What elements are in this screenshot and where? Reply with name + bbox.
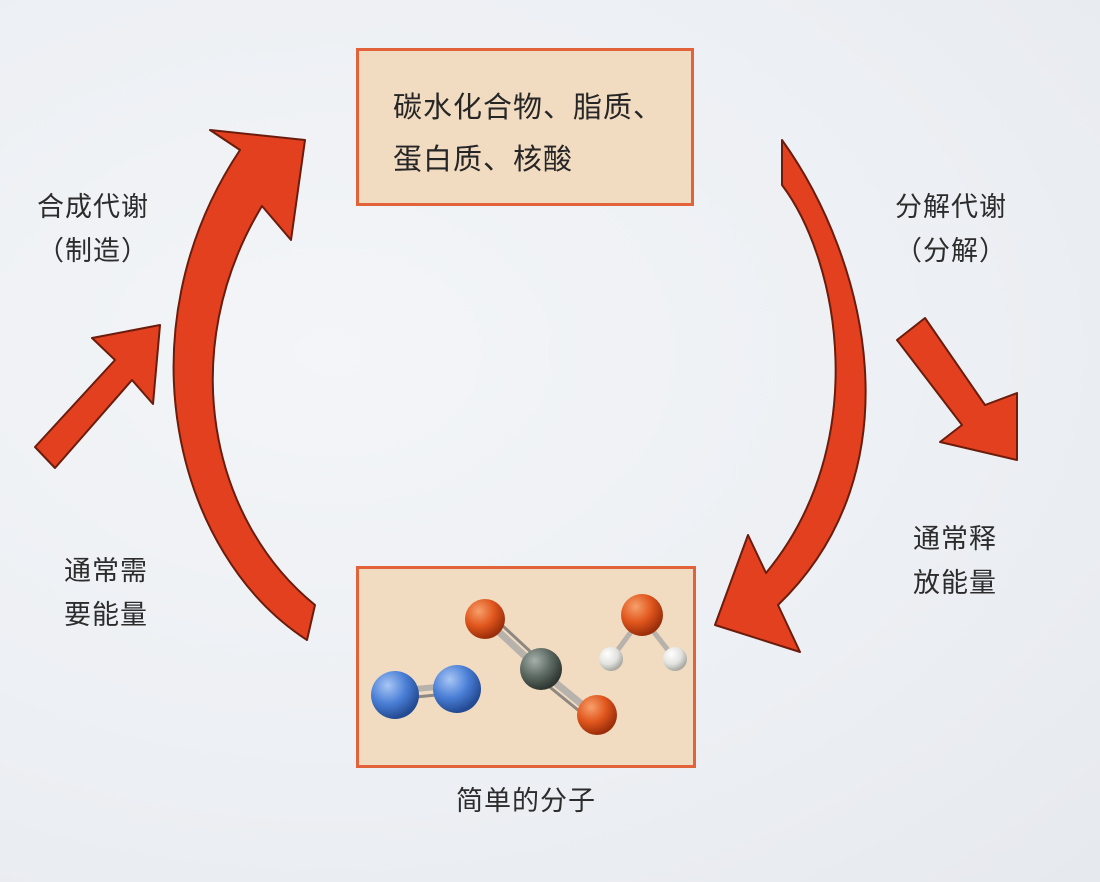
energy-released-line-1: 通常释 [913, 524, 997, 555]
energy-required-line-2: 要能量 [64, 600, 148, 631]
molecule-h2o-icon [599, 594, 687, 671]
anabolism-subtitle: （制造） [37, 236, 149, 267]
energy-released-line-2: 放能量 [913, 568, 997, 599]
simple-molecules-box [356, 566, 696, 768]
anabolism-title: 合成代谢 [37, 192, 149, 223]
simple-molecules-label: 简单的分子 [456, 786, 596, 817]
catabolism-label: 分解代谢 （分解） [876, 186, 1026, 274]
macromolecules-line-2: 蛋白质、核酸 [393, 142, 574, 176]
energy-required-label: 通常需 要能量 [38, 550, 174, 638]
molecules-illustration [371, 594, 687, 735]
energy-output-arrow [896, 317, 1018, 461]
catabolism-subtitle: （分解） [895, 236, 1007, 267]
energy-released-label: 通常释 放能量 [887, 518, 1023, 606]
macromolecules-box: 碳水化合物、脂质、 蛋白质、核酸 [356, 48, 694, 206]
anabolism-arrow [172, 129, 316, 641]
molecule-co2-icon [465, 599, 617, 735]
anabolism-label: 合成代谢 （制造） [18, 186, 168, 274]
energy-input-arrow [34, 324, 161, 469]
energy-required-line-1: 通常需 [64, 556, 148, 587]
molecule-n2-icon [371, 665, 481, 719]
macromolecules-line-1: 碳水化合物、脂质、 [393, 90, 664, 124]
catabolism-arrow [714, 139, 867, 653]
catabolism-title: 分解代谢 [895, 192, 1007, 223]
